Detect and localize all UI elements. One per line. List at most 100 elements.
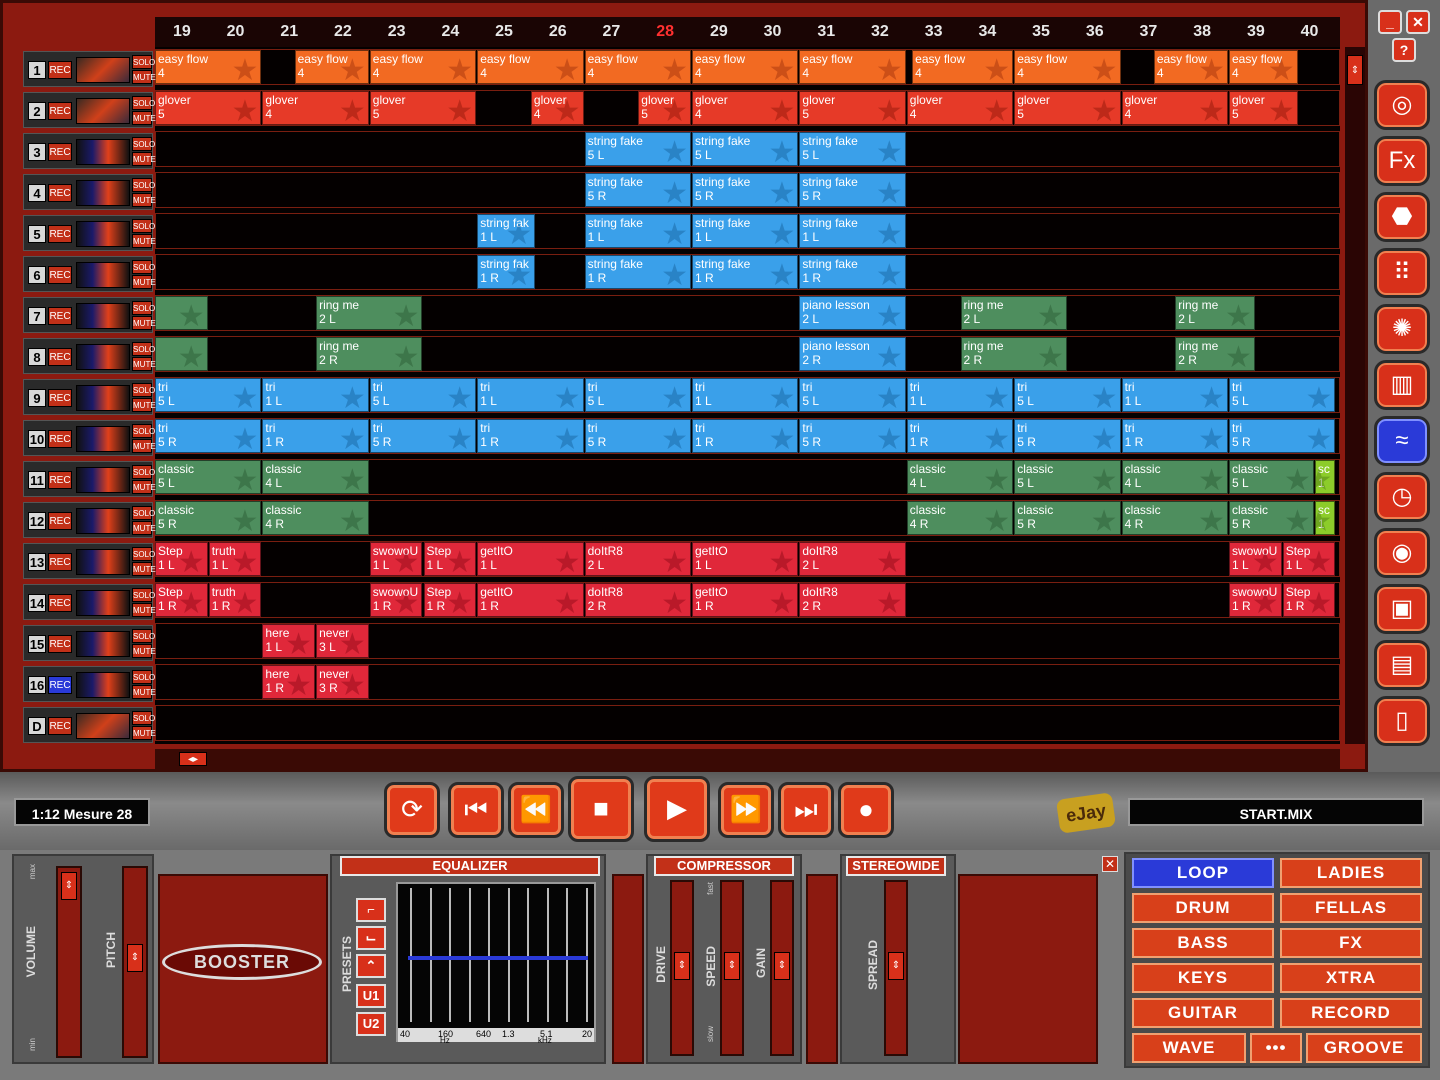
- track-mute-button[interactable]: MUTE: [132, 316, 156, 330]
- eq-band-line[interactable]: [449, 888, 451, 1022]
- timeline-beat[interactable]: 39: [1246, 23, 1265, 40]
- track-solo-button[interactable]: SOLO: [132, 711, 155, 725]
- category-loop-button[interactable]: LOOP: [1132, 858, 1274, 888]
- track-fader[interactable]: [76, 713, 130, 739]
- eq-band-line[interactable]: [410, 888, 412, 1022]
- timeline-beat[interactable]: 21: [280, 23, 299, 40]
- track-rec-button[interactable]: REC: [48, 512, 72, 530]
- track-fader[interactable]: [76, 98, 130, 124]
- timeline-beat[interactable]: 20: [226, 23, 245, 40]
- track-rec-button[interactable]: REC: [48, 430, 72, 448]
- preset-highpass-button[interactable]: ⌙: [356, 926, 386, 950]
- grid-button[interactable]: ⠿: [1374, 248, 1430, 298]
- track-rec-button[interactable]: REC: [48, 471, 72, 489]
- track-rec-button[interactable]: REC: [48, 635, 72, 653]
- track-solo-button[interactable]: SOLO: [132, 465, 155, 479]
- volume-slider[interactable]: ⇕: [56, 866, 82, 1058]
- track-mute-button[interactable]: MUTE: [132, 398, 156, 412]
- track-solo-button[interactable]: SOLO: [132, 506, 155, 520]
- category-fellas-button[interactable]: FELLAS: [1280, 893, 1422, 923]
- track-fader[interactable]: [76, 221, 130, 247]
- aperture-button[interactable]: ✺: [1374, 304, 1430, 354]
- preset-u2-button[interactable]: U2: [356, 1012, 386, 1036]
- speed-slider[interactable]: ⇕: [720, 880, 744, 1056]
- track-mute-button[interactable]: MUTE: [132, 685, 156, 699]
- record-button[interactable]: ●: [838, 782, 894, 838]
- track-fader[interactable]: [76, 385, 130, 411]
- category-guitar-button[interactable]: GUITAR: [1132, 998, 1274, 1028]
- track-mute-button[interactable]: MUTE: [132, 357, 156, 371]
- track-mute-button[interactable]: MUTE: [132, 193, 156, 207]
- timeline-beat[interactable]: 29: [709, 23, 728, 40]
- track-solo-button[interactable]: SOLO: [132, 342, 155, 356]
- track-rec-button[interactable]: REC: [48, 553, 72, 571]
- track-mute-button[interactable]: MUTE: [132, 562, 156, 576]
- track-fader[interactable]: [76, 262, 130, 288]
- new-file-button[interactable]: ▯: [1374, 696, 1430, 746]
- timeline-beat[interactable]: 40: [1300, 23, 1319, 40]
- timeline-beat[interactable]: 28: [656, 23, 675, 40]
- horizontal-scroll-thumb[interactable]: ◂▸: [179, 752, 207, 766]
- gain-slider[interactable]: ⇕: [770, 880, 794, 1056]
- track-rec-button[interactable]: REC: [48, 389, 72, 407]
- eq-band-line[interactable]: [527, 888, 529, 1022]
- track-mute-button[interactable]: MUTE: [132, 521, 156, 535]
- timeline-beat[interactable]: 35: [1032, 23, 1050, 40]
- track-solo-button[interactable]: SOLO: [132, 260, 155, 274]
- volume-slider-knob[interactable]: ⇕: [61, 872, 77, 900]
- drive-slider[interactable]: ⇕: [670, 880, 694, 1056]
- timeline-beat[interactable]: 25: [495, 23, 513, 40]
- track-solo-button[interactable]: SOLO: [132, 301, 155, 315]
- vertical-scrollbar[interactable]: ⇕: [1345, 47, 1365, 744]
- sample-clip[interactable]: sc1★: [1314, 460, 1336, 494]
- timeline-beat[interactable]: 23: [387, 23, 406, 40]
- track-mute-button[interactable]: MUTE: [132, 152, 156, 166]
- track-fader[interactable]: [76, 426, 130, 452]
- category-xtra-button[interactable]: XTRA: [1280, 963, 1422, 993]
- preset-u1-button[interactable]: U1: [356, 984, 386, 1008]
- close-button[interactable]: ✕: [1406, 10, 1430, 34]
- track-mute-button[interactable]: MUTE: [132, 644, 156, 658]
- stop-sign-button[interactable]: ⬣: [1374, 192, 1430, 242]
- track-mute-button[interactable]: MUTE: [132, 111, 156, 125]
- track-rec-button[interactable]: REC: [48, 717, 72, 735]
